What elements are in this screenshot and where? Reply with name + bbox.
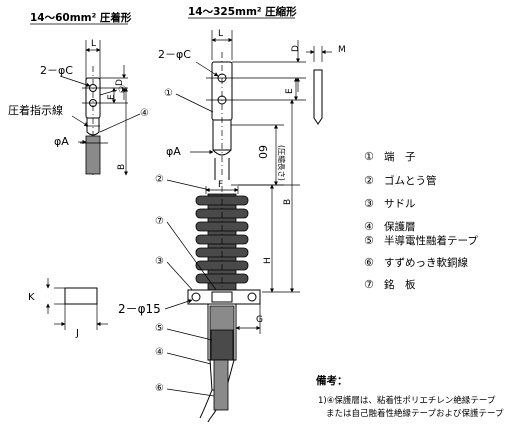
legend-num-2: ② [364, 174, 374, 187]
main-callout-1: ① [164, 88, 173, 99]
legend-label-3: サドル [384, 198, 416, 210]
main-hole-label: 2－φC [158, 48, 191, 61]
left-hole-label: 2－φC [40, 64, 73, 77]
main-callout-4: ④ [155, 347, 164, 358]
left-dia-label: φA [54, 135, 69, 148]
notes-title: 備考： [316, 374, 348, 387]
legend-label-6: すずめっき軟銅線 [384, 256, 468, 269]
nameplate-detail: K J [28, 278, 108, 339]
main-dim-L: L [218, 29, 223, 39]
left-callout-4: ④ [140, 108, 149, 119]
legend-num-1: ① [364, 150, 374, 163]
main-callout-7: ⑦ [155, 216, 164, 227]
main-dim-60: 60 [256, 145, 269, 159]
legend-label-7: 銘 板 [384, 278, 416, 291]
legend-num-5: ⑤ [364, 234, 374, 247]
notes-line-1: 1)④保護層は、粘着性ポリエチレン絶縁テープ [318, 395, 496, 406]
main-callout-2: ② [155, 174, 164, 185]
main-dim-B: B [283, 199, 293, 205]
left-dim-L: L [91, 39, 96, 49]
main-dim-F: F [218, 180, 223, 190]
notes-block: 備考： 1)④保護層は、粘着性ポリエチレン絶縁テープ または自己融着性絶縁テープ… [316, 374, 504, 419]
left-dim-B: B [117, 164, 127, 170]
main-dim-G: G [256, 315, 263, 325]
heading-compression-type: 14～325mm² 圧縮形 [188, 5, 297, 18]
main-dim-D: D [291, 45, 301, 52]
left-dim-E: E [107, 94, 117, 100]
main-bolt-hole-label: 2－φ15 [118, 302, 161, 316]
legend-label-2: ゴムとう管 [384, 174, 437, 187]
legend-label-1: 端 子 [384, 150, 416, 163]
legend-num-3: ③ [364, 197, 374, 210]
main-callout-5: ⑤ [155, 323, 164, 334]
legend-num-4: ④ [364, 220, 374, 233]
legend-num-6: ⑥ [364, 256, 374, 269]
left-crimp-terminal-view: L 2－φC 圧着指示線 φA ① ④ D E [8, 39, 149, 176]
detail-dim-K: K [28, 292, 35, 303]
left-crimp-line-label: 圧着指示線 [8, 103, 63, 117]
main-termination-view: L 2－φC ① φA D E M [118, 29, 346, 423]
legend-label-4: 保護層 [384, 220, 416, 233]
detail-dim-J: J [75, 328, 79, 339]
main-dim-E: E [285, 88, 295, 94]
notes-line-2: または自己融着性絶縁テープおよび保護テープ [326, 408, 504, 419]
main-dim-M: M [338, 45, 346, 55]
main-callout-6: ⑥ [155, 383, 164, 394]
main-callout-3: ③ [155, 256, 164, 267]
heading-crimp-type: 14～60mm² 圧着形 [30, 11, 132, 24]
left-dim-D: D [115, 79, 125, 86]
legend-label-5: 半導電性融着テープ [384, 234, 478, 247]
main-dia-label: φA [166, 145, 181, 158]
main-dim-60-note: (圧縮長さ) [277, 145, 287, 181]
legend-num-7: ⑦ [364, 278, 374, 291]
parts-legend: ① 端 子 ② ゴムとう管 ③ サドル ④ 保護層 ⑤ 半導電性融着テープ ⑥ … [364, 150, 478, 291]
main-dim-H: H [263, 257, 273, 264]
